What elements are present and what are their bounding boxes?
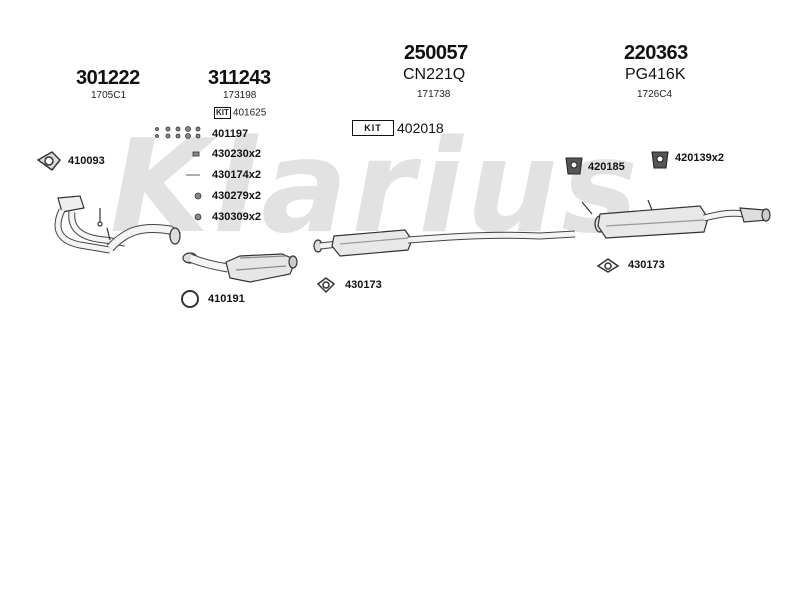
label-430230x2: 430230x2	[212, 148, 261, 160]
group3-model: CN221Q	[403, 66, 466, 83]
front-pipe-icon	[54, 195, 181, 254]
mount-icon-420185	[565, 157, 583, 175]
label-410191: 410191	[208, 293, 245, 305]
gasket-icon-410093	[36, 151, 62, 172]
label-430173-right: 430173	[628, 259, 665, 271]
mount-icon-420139	[651, 151, 669, 169]
ring-icon-410191	[181, 290, 199, 308]
label-420139x2: 420139x2	[675, 152, 724, 164]
catalytic-converter-icon	[182, 252, 298, 283]
group4-model: PG416K	[625, 66, 686, 83]
group1-code: 1705C1	[91, 90, 127, 101]
kit-small-badge: KIT	[214, 107, 231, 119]
hanger-icon-430173-right	[596, 258, 620, 273]
group1-part-number: 301222	[76, 67, 140, 89]
group4-part-number: 220363	[624, 42, 688, 64]
group3-part-number: 250057	[404, 42, 468, 64]
fastener-icons	[155, 126, 202, 221]
hanger-icon-430173-mid	[316, 277, 336, 294]
label-420185: 420185	[588, 161, 625, 173]
group3-code: 171738	[417, 89, 451, 100]
label-430173-mid: 430173	[345, 279, 382, 291]
label-430174x2: 430174x2	[212, 169, 261, 181]
label-401197: 401197	[212, 128, 249, 140]
middle-silencer-icon	[313, 229, 576, 257]
rear-silencer-icon	[581, 199, 771, 239]
group2-code: 173198	[223, 90, 257, 101]
group4-code: 1726C4	[637, 89, 673, 100]
label-410093: 410093	[68, 155, 105, 167]
group2-kit-number: 401625	[232, 107, 267, 119]
label-430309x2: 430309x2	[212, 211, 261, 223]
kit-badge: KIT	[352, 120, 394, 136]
label-430279x2: 430279x2	[212, 190, 261, 202]
group2-part-number: 311243	[208, 67, 271, 89]
kit-number: 402018	[397, 120, 444, 136]
